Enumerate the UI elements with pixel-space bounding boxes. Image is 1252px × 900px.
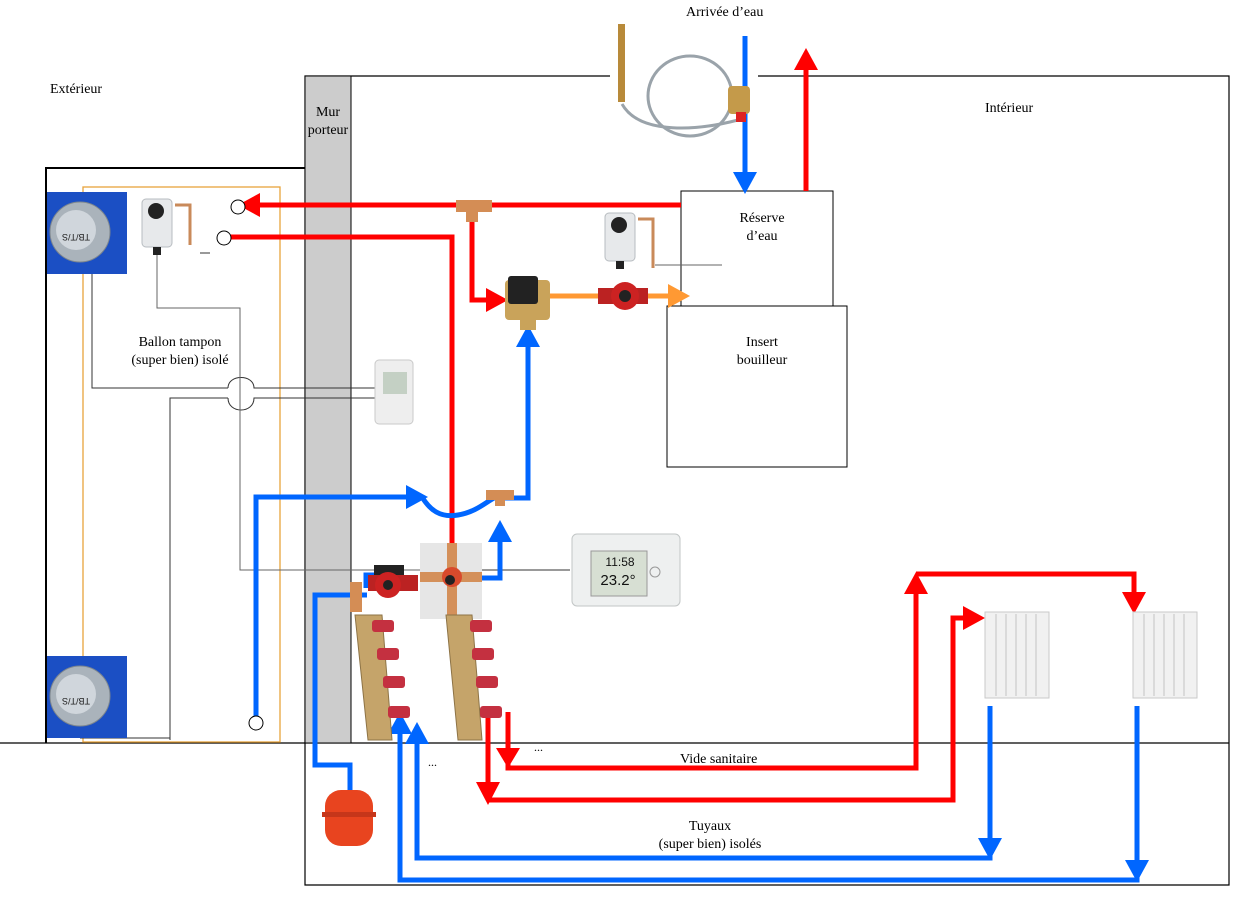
capillary-thermostat-reserve xyxy=(604,212,655,269)
arrow-down-rad2 xyxy=(1122,592,1146,614)
digital-thermometer xyxy=(374,359,414,425)
capillary-thermostat-buffer xyxy=(141,198,192,255)
svg-text:TB/T/S: TB/T/S xyxy=(62,696,90,706)
arrow-down-1 xyxy=(476,782,500,805)
label-pipes: Tuyaux (super bien) isolés xyxy=(640,818,780,854)
ellipsis-supply: ... xyxy=(534,740,543,754)
hot-supply-1b xyxy=(488,615,965,803)
label-wall-line2: porteur xyxy=(307,123,349,138)
label-water-inlet: Arrivée d’eau xyxy=(686,5,764,20)
hot-supply-2 xyxy=(505,592,919,771)
cold-return-buffer xyxy=(253,494,410,722)
circulator-pump-manifold xyxy=(368,565,418,598)
load-bearing-wall xyxy=(304,75,352,744)
arrow-up-hot-out xyxy=(794,48,818,70)
thermal-discharge-valve xyxy=(618,24,750,138)
interior-outline-right xyxy=(304,75,1230,886)
circulator-pump-reserve xyxy=(598,282,648,310)
mixing-valve-four-way xyxy=(420,543,482,619)
boiler-insert-box xyxy=(666,305,848,468)
hot-supply-2b xyxy=(916,571,1137,598)
connection-circles xyxy=(216,199,264,731)
arrow-into-rad1 xyxy=(963,606,985,630)
label-buffer-tank: Ballon tampon (super bien) isolé xyxy=(100,334,260,370)
svg-text:TB/T/S: TB/T/S xyxy=(62,232,90,242)
cold-return-to-valve xyxy=(500,345,531,501)
hot-pipe-buffer-to-mixer xyxy=(226,234,455,545)
svg-text:11:58: 11:58 xyxy=(605,555,634,569)
expansion-vessel xyxy=(322,790,376,846)
label-insert-line2: bouilleur xyxy=(736,353,788,368)
radiator-2 xyxy=(1132,611,1198,699)
label-crawl-space: Vide sanitaire xyxy=(680,752,758,767)
ellipsis-return: ... xyxy=(428,755,437,769)
copper-tees xyxy=(350,200,514,612)
svg-text:23.2°: 23.2° xyxy=(600,572,635,589)
label-buffer-line1: Ballon tampon xyxy=(138,335,222,350)
arrow-up-rad-supply xyxy=(904,572,928,594)
manifold-supply xyxy=(445,614,502,741)
label-exterior: Extérieur xyxy=(50,82,103,97)
label-water-reserve: Réserve d’eau xyxy=(716,210,808,246)
exterior-enclosure xyxy=(45,167,305,743)
immersion-heater-top: TB/T/S xyxy=(47,192,127,274)
label-load-bearing-wall: Mur porteur xyxy=(305,104,351,140)
radiator-1 xyxy=(984,611,1050,699)
arrow-into-valve xyxy=(486,288,508,312)
hot-arrowheads xyxy=(238,48,1146,805)
three-way-valve xyxy=(505,276,550,330)
structure xyxy=(0,75,1230,886)
water-reserve-box xyxy=(680,190,834,307)
cold-arrowheads xyxy=(388,172,1149,882)
label-interior: Intérieur xyxy=(985,101,1034,116)
buffer-tank-insulation xyxy=(82,186,281,743)
arrow-down-2 xyxy=(496,748,520,768)
hot-pipe-tee-to-valve xyxy=(469,210,488,303)
label-insert-line1: Insert xyxy=(746,335,778,350)
label-reserve-line2: d’eau xyxy=(746,229,778,244)
label-wall-line1: Mur xyxy=(315,105,341,120)
room-thermostat: 11:58 23.2° xyxy=(571,533,681,607)
label-reserve-line1: Réserve xyxy=(739,211,785,226)
label-pipes-line1: Tuyaux xyxy=(688,819,732,834)
label-boiler-insert: Insert bouilleur xyxy=(712,334,812,370)
arrow-left-to-buffer xyxy=(238,193,260,217)
label-buffer-line2: (super bien) isolé xyxy=(131,353,229,368)
immersion-heater-bottom: TB/T/S xyxy=(47,656,127,738)
manifold-return xyxy=(354,614,410,741)
label-pipes-line2: (super bien) isolés xyxy=(658,837,762,852)
